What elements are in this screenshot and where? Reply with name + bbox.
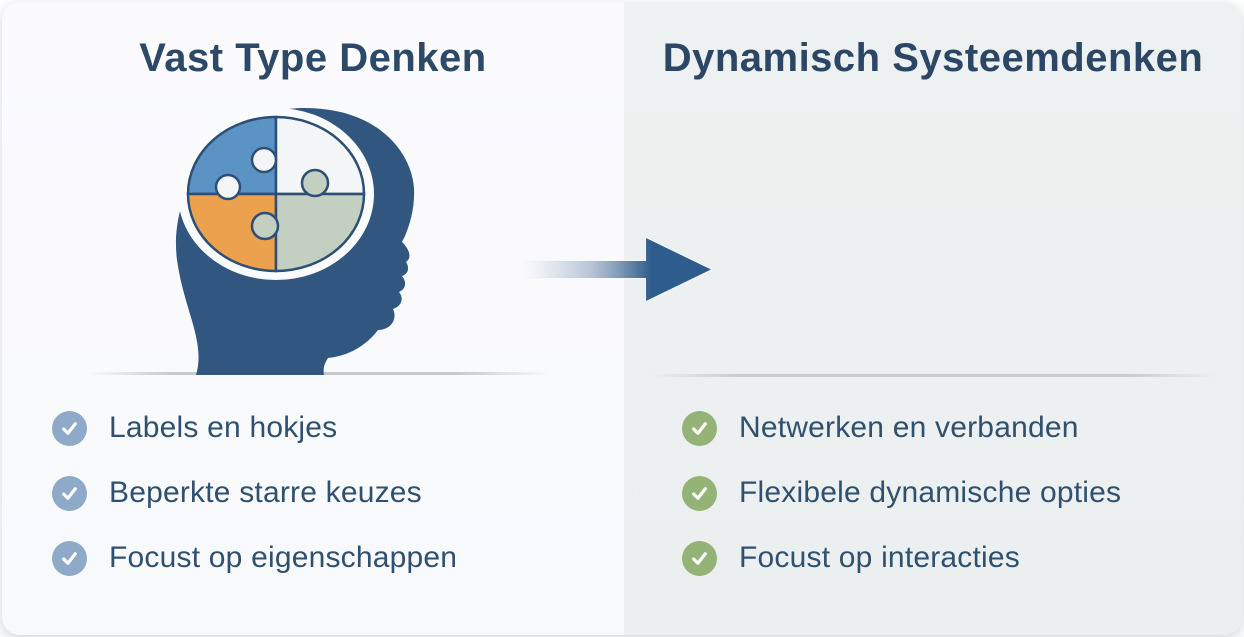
- left-panel-fixed-thinking: Vast Type Denken: [2, 2, 624, 635]
- check-icon: [682, 475, 717, 511]
- puzzle-piece-orange: [186, 192, 278, 273]
- puzzle-knob: [250, 146, 278, 174]
- right-panel-title: Dynamisch Systeemdenken: [662, 36, 1204, 80]
- list-item: Netwerken en verbanden: [682, 410, 1121, 446]
- check-icon: [682, 540, 717, 576]
- puzzle-piece-blue: [186, 115, 278, 196]
- puzzle-knob: [300, 168, 330, 198]
- list-item: Focust op interacties: [682, 540, 1121, 576]
- bullet-label: Flexibele dynamische opties: [739, 476, 1122, 509]
- puzzle-knob: [250, 211, 280, 241]
- list-item: Flexibele dynamische opties: [682, 475, 1121, 511]
- head-puzzle-brain-illustration: [175, 108, 415, 375]
- right-bullet-list: Netwerken en verbanden Flexibele dynamis…: [682, 410, 1121, 576]
- list-item: Labels en hokjes: [52, 410, 457, 446]
- bullet-label: Beperkte starre keuzes: [109, 476, 422, 509]
- puzzle-brain: [186, 115, 366, 273]
- puzzle-piece-white: [274, 115, 366, 196]
- check-icon: [52, 540, 87, 576]
- puzzle-piece-sage: [274, 192, 366, 273]
- list-item: Focust op eigenschappen: [52, 540, 457, 576]
- left-panel-title: Vast Type Denken: [139, 36, 487, 80]
- bullet-label: Focust op interacties: [739, 541, 1020, 574]
- list-item: Beperkte starre keuzes: [52, 475, 457, 511]
- bullet-label: Netwerken en verbanden: [739, 411, 1079, 444]
- check-icon: [52, 410, 87, 446]
- puzzle-knob: [214, 173, 242, 201]
- check-icon: [52, 475, 87, 511]
- left-bullet-list: Labels en hokjes Beperkte starre keuzes …: [52, 410, 457, 576]
- transition-arrow-icon: [524, 237, 712, 302]
- bullet-label: Labels en hokjes: [109, 411, 338, 444]
- check-icon: [682, 410, 717, 446]
- right-panel-systems-thinking: Dynamisch Systeemdenken: [624, 2, 1242, 635]
- bullet-label: Focust op eigenschappen: [109, 541, 458, 574]
- ground-line-right: [650, 374, 1216, 377]
